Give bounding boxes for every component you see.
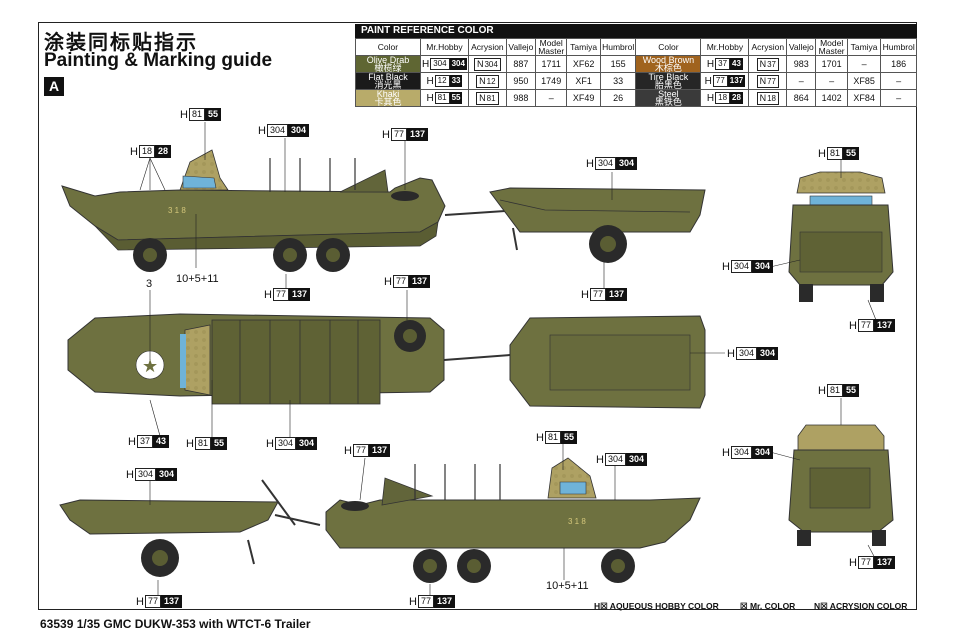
- dukw-front-view: [788, 171, 894, 302]
- model-master-code: 1402: [815, 89, 848, 107]
- paint-table-header: PAINT REFERENCE COLOR: [355, 24, 917, 38]
- title-english: Painting & Marking guide: [44, 50, 273, 71]
- legend-acrysion: N☒ ACRYSION COLOR: [814, 601, 908, 611]
- humbrol-code: –: [880, 89, 917, 107]
- hull-number-side-bottom: 3 1 8: [568, 517, 586, 526]
- model-master-code: –: [534, 89, 568, 107]
- decal-combo-label: 10+5+11: [176, 273, 219, 285]
- dukw-side-view-right: 3 1 8: [325, 457, 701, 583]
- svg-text:★: ★: [142, 356, 158, 377]
- decal-combo-label: 10+5+11: [546, 580, 589, 592]
- acrysion-code: N37: [748, 55, 788, 73]
- tamiya-code: XF49: [566, 89, 601, 107]
- dukw-top-view: ★: [67, 313, 445, 405]
- trailer-top-view: [443, 315, 706, 409]
- legend-mr-color: ☒ Mr. COLOR: [740, 601, 796, 611]
- trailer-side-view-bottom: [59, 479, 321, 577]
- kit-footer-title: 63539 1/35 GMC DUKW-353 with WTCT-6 Trai…: [40, 617, 311, 631]
- decal-number-label: 3: [146, 278, 153, 290]
- legend-aqueous: H☒ AQUEOUS HOBBY COLOR: [594, 601, 719, 611]
- trailer-side-view-top: [444, 187, 706, 263]
- dukw-side-view-left: 3 1 8: [61, 149, 446, 272]
- tamiya-code: XF84: [846, 89, 882, 107]
- sheet-letter-badge: A: [44, 77, 64, 96]
- acrysion-code: N81: [468, 89, 507, 107]
- vallejo-code: 988: [505, 89, 537, 107]
- column-header: Tamiya: [566, 38, 601, 56]
- hull-number-side-top: 3 1 8: [168, 206, 186, 215]
- paint-table-grid: Color Mr.Hobby Acrysion Vallejo Model Ma…: [355, 38, 917, 107]
- paint-reference-table: PAINT REFERENCE COLOR Color Mr.Hobby Acr…: [355, 24, 917, 107]
- title-chinese: 涂装同标贴指示: [44, 30, 198, 54]
- leader-lines: [139, 122, 877, 596]
- dukw-rear-view: [788, 424, 894, 546]
- sheet-frame: [38, 22, 917, 610]
